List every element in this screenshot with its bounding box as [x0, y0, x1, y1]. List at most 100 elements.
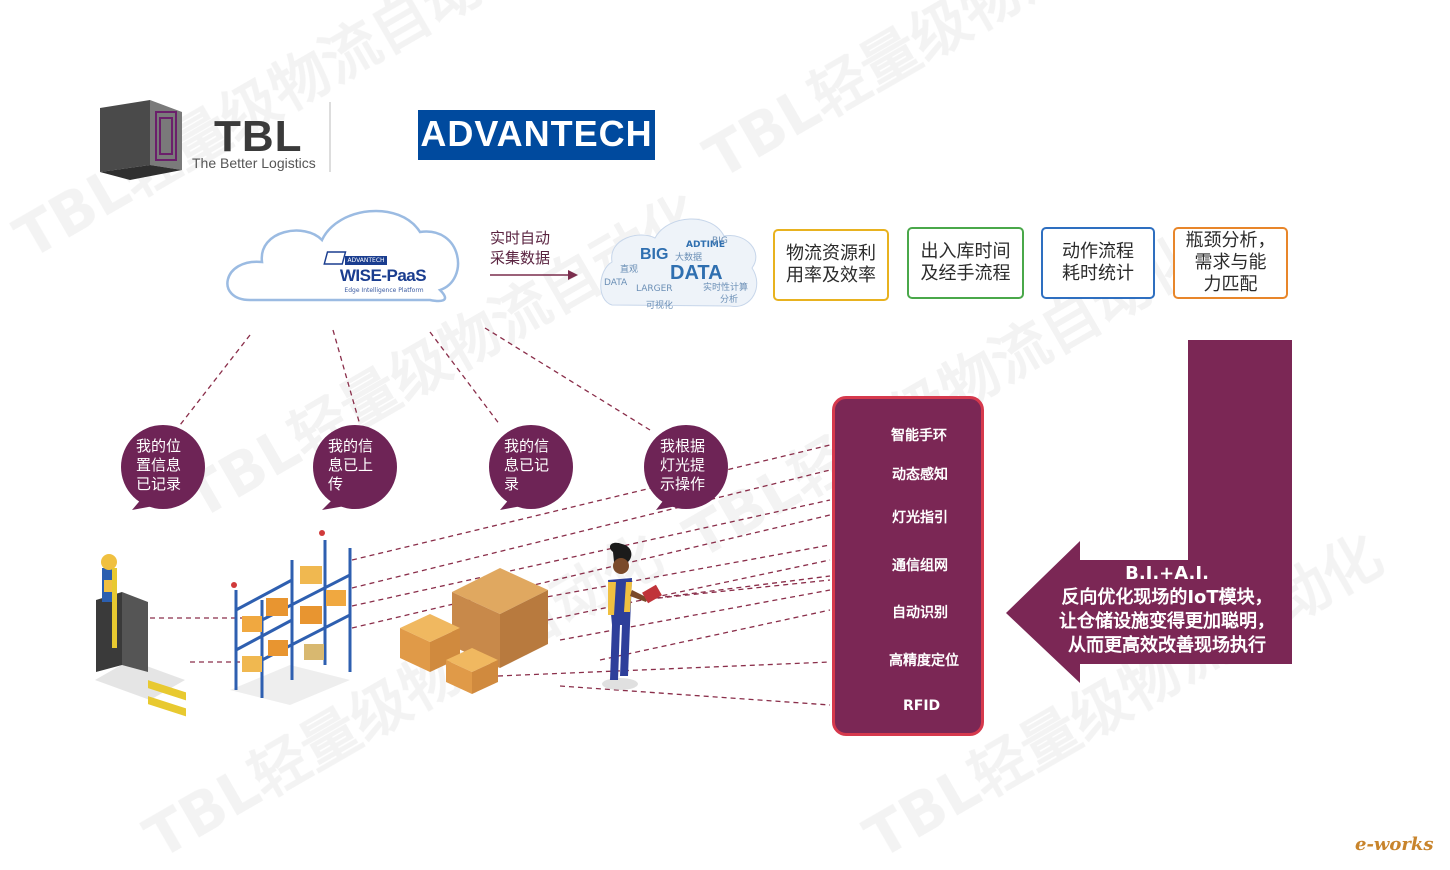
kpi-line: 用率及效率: [786, 265, 876, 286]
connector-line: [429, 331, 501, 426]
kpi-line: 及经手流程: [920, 263, 1011, 284]
connector-line: [655, 575, 831, 599]
forklift-illustration: [95, 554, 186, 717]
collect-label-line2: 采集数据: [490, 249, 551, 267]
watermark-5: TBL轻量级物流自动化: [133, 521, 673, 870]
connector-line: [351, 469, 831, 589]
advantech-logo-box: [418, 110, 655, 160]
bubble-line: 录: [504, 475, 520, 493]
tech-label-rfid: RFID: [903, 698, 941, 714]
bigdata-word: LARGER: [636, 284, 673, 294]
collect-label-line1: 实时自动: [490, 229, 551, 247]
bubble-line: 已记录: [136, 475, 182, 493]
connector-line: [484, 327, 651, 431]
connector-line: [547, 559, 831, 621]
tech-label-motion-sensing: 动态感知: [892, 467, 948, 483]
connector-line: [529, 544, 831, 601]
technology-panel: [832, 396, 984, 736]
speech-bubble: [121, 425, 205, 509]
bubble-location-recorded: 我的位置信息已记录: [136, 437, 216, 494]
tbl-logo-name: TBL: [214, 112, 303, 161]
speech-bubbles: [121, 425, 728, 510]
tech-label-location: 高精度定位: [889, 653, 959, 669]
connector-line: [332, 329, 361, 426]
speech-bubble: [644, 425, 728, 509]
tech-label-wristband: 智能手环: [891, 428, 947, 444]
connector-line: [351, 499, 831, 607]
kpi-bottleneck-analysis: 瓶颈分析，需求与能力匹配: [1173, 227, 1288, 299]
cloud-brand-label: ADVANTECH: [345, 256, 387, 265]
feedback-line2: 反向优化现场的IoT模块，: [1061, 587, 1273, 608]
speech-bubble-tail: [322, 497, 351, 510]
connector-line: [559, 589, 831, 641]
advantech-logo-name: ADVANTECH: [420, 113, 653, 154]
cargo-boxes-illustration: [400, 568, 548, 694]
kpi-line: 耗时统计: [1062, 263, 1134, 284]
bubble-light-guided: 我根据灯光提示操作: [660, 437, 740, 494]
kpi-action-timing: 动作流程耗时统计: [1041, 227, 1155, 299]
feedback-line1: B.I.+A.I.: [1125, 563, 1209, 584]
bubble-line: 示操作: [660, 475, 706, 493]
connector-line: [559, 685, 831, 706]
bubble-line: 息已上: [328, 456, 374, 474]
storage-rack-illustration: [230, 530, 352, 705]
bigdata-word: 实时性计算: [703, 283, 749, 293]
bubble-info-uploaded: 我的信息已上传: [328, 437, 408, 494]
connector-line: [179, 334, 251, 426]
speech-bubble-tail: [656, 497, 682, 510]
connector-line: [351, 514, 831, 629]
connector-line: [599, 609, 831, 661]
eworks-credit: e-works: [1355, 834, 1434, 855]
bubble-line: 我根据: [660, 437, 706, 455]
wise-paas-subtitle: Edge Intelligence Platform: [344, 287, 424, 294]
bigdata-word: 直观: [620, 265, 639, 275]
bubble-line: 我的信: [328, 437, 374, 455]
bubble-info-recorded: 我的信息已记录: [504, 437, 584, 494]
tech-label-light-guide: 灯光指引: [892, 510, 948, 526]
feedback-line4: 从而更高效改善现场执行: [1068, 635, 1266, 656]
tbl-logo-tagline: The Better Logistics: [192, 155, 316, 171]
kpi-line: 动作流程: [1062, 241, 1134, 262]
bigdata-word: 分析: [720, 295, 739, 305]
tech-label-network: 通信组网: [892, 558, 948, 574]
kpi-line: 需求与能: [1194, 252, 1267, 273]
feedback-text: B.I.+A.I. 反向优化现场的IoT模块， 让仓储设施变得更加聪明， 从而更…: [1040, 562, 1294, 658]
wise-paas-label: WISE-PaaS: [339, 266, 427, 285]
worker-illustration: [602, 542, 662, 690]
collect-label: 实时自动 采集数据: [490, 228, 580, 268]
bigdata-data: DATA: [670, 262, 723, 284]
kpi-line: 物流资源利: [786, 243, 876, 264]
tbl-logo-mark: [100, 100, 331, 180]
connector-line: [351, 444, 831, 561]
bigdata-word: 可视化: [646, 301, 674, 311]
tech-label-auto-recognition: 自动识别: [892, 605, 948, 621]
speech-bubble-tail: [500, 497, 527, 510]
connector-lines: [150, 327, 831, 706]
bubble-line: 我的位: [136, 437, 182, 455]
watermark-2: TBL轻量级物流自动化: [693, 0, 1233, 192]
feedback-arrow: [1006, 340, 1292, 683]
collect-arrow: [490, 270, 578, 280]
feedback-line3: 让仓储设施变得更加聪明，: [1059, 611, 1275, 632]
kpi-line: 出入库时间: [920, 241, 1011, 262]
bigdata-word: DATA: [604, 278, 628, 288]
bigdata-word: BIG: [712, 236, 728, 246]
kpi-line: 力匹配: [1203, 274, 1258, 295]
kpi-resource-utilization: 物流资源利用率及效率: [773, 229, 889, 301]
connector-line: [639, 579, 831, 601]
bubble-line: 传: [328, 475, 344, 493]
kpi-line: 瓶颈分析，: [1185, 230, 1276, 251]
bigdata-word: ADTIME: [686, 240, 726, 250]
speech-bubble-tail: [132, 497, 159, 510]
bubble-line: 我的信: [504, 437, 550, 455]
kpi-inout-time: 出入库时间及经手流程: [907, 227, 1024, 299]
bigdata-cloud: [600, 218, 758, 307]
cloud-shape: [226, 209, 460, 303]
connector-line: [497, 661, 831, 677]
bubble-line: 息已记: [504, 456, 550, 474]
bubble-line: 灯光提: [660, 456, 706, 474]
bigdata-word: 大数据: [675, 253, 703, 263]
bigdata-big: BIG: [640, 246, 669, 263]
speech-bubble: [489, 425, 573, 509]
speech-bubble: [313, 425, 397, 509]
